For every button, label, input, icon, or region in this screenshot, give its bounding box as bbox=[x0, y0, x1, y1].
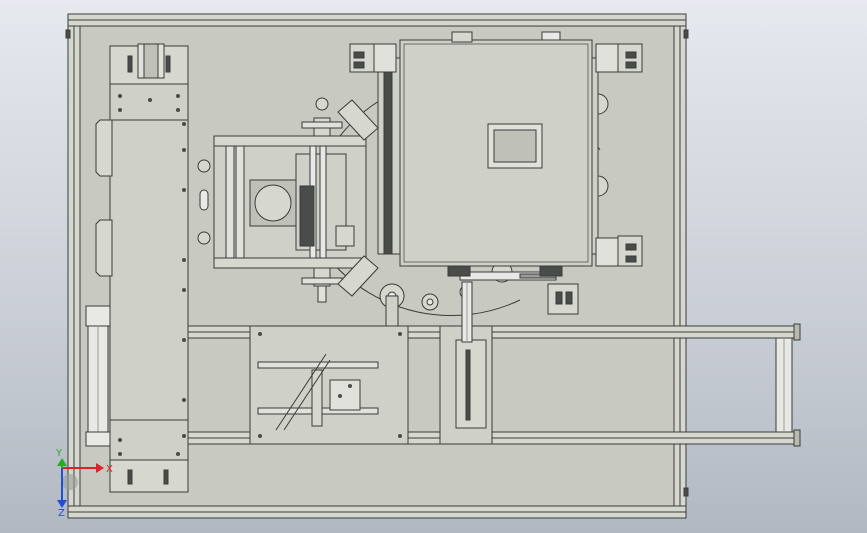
carriage-bolts bbox=[258, 332, 402, 438]
vertical-slider bbox=[439, 281, 493, 445]
lower-carriage bbox=[249, 325, 409, 445]
main-enclosure bbox=[377, 31, 599, 267]
triad-origin bbox=[62, 474, 78, 490]
triad-x-label: X bbox=[106, 464, 113, 475]
triad-z-label: Z bbox=[58, 508, 65, 519]
orientation-triad[interactable]: X Y Z bbox=[55, 448, 113, 519]
triad-z-axis bbox=[57, 468, 67, 508]
left-linear-slide bbox=[95, 43, 189, 493]
corner-brackets bbox=[349, 43, 643, 315]
left-cylinder bbox=[85, 305, 111, 447]
triad-y-axis bbox=[57, 458, 67, 468]
slide-bolts bbox=[118, 94, 186, 456]
triad-y-label: Y bbox=[55, 448, 63, 459]
gripper-station bbox=[197, 97, 379, 303]
triad-x-axis bbox=[62, 463, 104, 473]
